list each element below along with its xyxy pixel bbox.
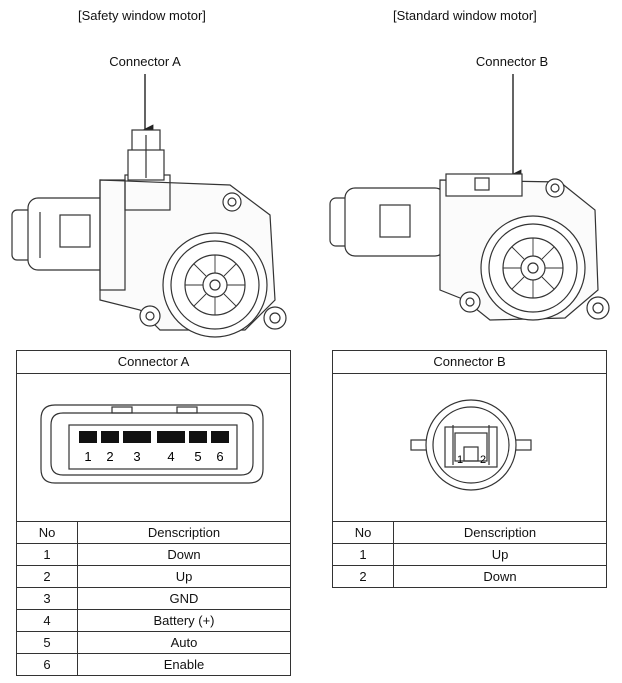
table-row: 4 Battery (+): [16, 609, 291, 632]
connector-a-terminal: [211, 431, 229, 443]
pin-description-cell: GND: [77, 587, 291, 610]
connector-a-callout-label: Connector A: [109, 54, 181, 69]
connector-a-pin-number: 1: [84, 449, 91, 464]
connector-b-pin-number: 1: [457, 454, 463, 466]
connector-a-terminal: [79, 431, 97, 443]
pin-description-cell: Battery (+): [77, 609, 291, 632]
connector-b-table: No Denscription 1 Up 2 Down: [332, 521, 607, 588]
motor-illustrations: [11, 74, 610, 338]
connector-a-table: No Denscription 1 Down 2 Up 3 GND 4 Batt…: [16, 521, 291, 676]
connector-b-pin-number: 2: [480, 454, 486, 466]
standard-window-motor: [329, 74, 610, 321]
pin-number-cell: 2: [16, 565, 78, 588]
table-row: 1 Up: [332, 543, 607, 566]
connector-a-header: Connector A: [17, 351, 290, 374]
connector-b-callout-label: Connector B: [475, 54, 549, 69]
connector-a-pin-number: 4: [167, 449, 174, 464]
table-row: 3 GND: [16, 587, 291, 610]
pin-number-cell: 2: [332, 565, 394, 588]
table-row: 1 Down: [16, 543, 291, 566]
connector-b-table-header: No Denscription: [332, 521, 607, 544]
pin-number-cell: 6: [16, 653, 78, 676]
pin-description-cell: Down: [77, 543, 291, 566]
standard-motor-title: [Standard window motor]: [393, 8, 537, 23]
connector-b-header: Connector B: [333, 351, 606, 374]
description-column-header: Denscription: [77, 521, 291, 544]
table-row: 5 Auto: [16, 631, 291, 654]
connector-a-pin-number: 6: [216, 449, 223, 464]
pin-description-cell: Down: [393, 565, 607, 588]
pin-description-cell: Enable: [77, 653, 291, 676]
safety-motor-title: [Safety window motor]: [78, 8, 206, 23]
connector-a-pin-number: 5: [194, 449, 201, 464]
pin-number-cell: 4: [16, 609, 78, 632]
table-row: 2 Down: [332, 565, 607, 588]
description-column-header: Denscription: [393, 521, 607, 544]
connector-a-terminal: [157, 431, 185, 443]
connector-a-pin-number: 2: [106, 449, 113, 464]
connector-a-table-header: No Denscription: [16, 521, 291, 544]
connector-a-terminal: [123, 431, 151, 443]
pin-number-cell: 3: [16, 587, 78, 610]
pin-description-cell: Up: [393, 543, 607, 566]
pin-description-cell: Up: [77, 565, 291, 588]
pin-number-cell: 1: [16, 543, 78, 566]
table-row: 2 Up: [16, 565, 291, 588]
connector-a-terminal: [101, 431, 119, 443]
table-row: 6 Enable: [16, 653, 291, 676]
pin-number-cell: 5: [16, 631, 78, 654]
connector-a-pin-number: 3: [133, 449, 140, 464]
pin-description-cell: Auto: [77, 631, 291, 654]
connector-a-terminal: [189, 431, 207, 443]
pin-number-cell: 1: [332, 543, 394, 566]
no-column-header: No: [332, 521, 394, 544]
safety-window-motor: [11, 74, 287, 338]
no-column-header: No: [16, 521, 78, 544]
